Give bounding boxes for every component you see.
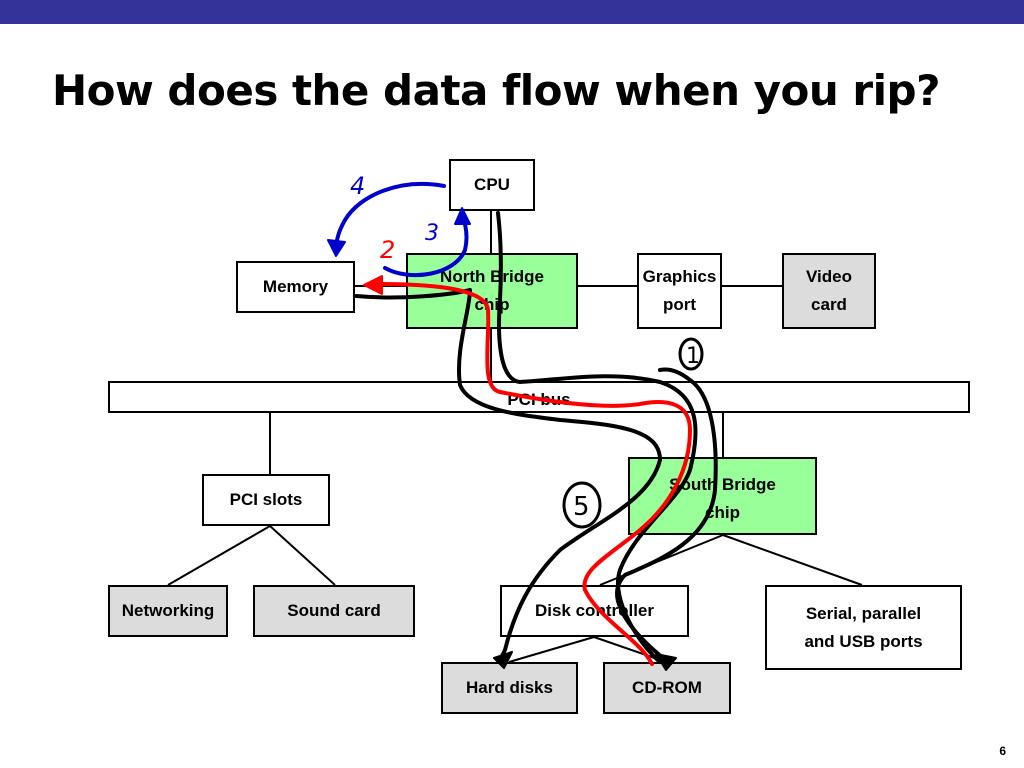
pci-bus: PCI bus	[108, 381, 970, 413]
serial-ports-label-line1: Serial, parallel	[805, 603, 922, 623]
networking-label: Networking	[121, 601, 215, 620]
video-card-label-line2: card	[811, 295, 847, 314]
pcislots-networking-line	[167, 525, 271, 586]
pci-slots-box: PCI slots	[202, 474, 330, 526]
southbridge-serial-line	[722, 534, 863, 586]
cd-rom-box: CD-ROM	[603, 662, 731, 714]
video-card-label-line1: Video	[806, 267, 852, 286]
hard-disks-box: Hard disks	[441, 662, 578, 714]
disk-controller-label: Disk controller	[534, 601, 655, 620]
south-bridge-box: South Bridge chip	[628, 457, 817, 535]
disk-controller-box: Disk controller	[500, 585, 689, 637]
southbridge-diskcontroller-line	[599, 534, 724, 586]
serial-ports-box: Serial, parallel and USB ports	[765, 585, 962, 670]
page-number: 6	[999, 744, 1006, 758]
graphics-port-box: Graphics port	[637, 253, 722, 329]
serial-ports-label-line2: and USB ports	[804, 631, 923, 651]
graphics-port-label-line1: Graphics	[642, 267, 717, 286]
sound-card-box: Sound card	[253, 585, 415, 637]
pci-slots-label: PCI slots	[229, 490, 303, 509]
networking-box: Networking	[108, 585, 228, 637]
graphics-port-label-line2: port	[662, 295, 697, 314]
memory-box: Memory	[236, 261, 355, 313]
cd-rom-label: CD-ROM	[632, 678, 702, 697]
pci-bus-label: PCI bus	[507, 390, 571, 409]
video-card-box: Video card	[782, 253, 876, 329]
memory-label: Memory	[262, 277, 329, 296]
north-bridge-label-line1: North Bridge	[440, 267, 544, 286]
sound-card-label: Sound card	[287, 601, 381, 620]
north-bridge-label-line2: chip	[474, 295, 510, 314]
diskcontroller-harddisks-line	[508, 636, 595, 663]
south-bridge-label-line1: South Bridge	[669, 475, 776, 494]
cpu-label: CPU	[474, 175, 510, 194]
hard-disks-label: Hard disks	[466, 678, 553, 697]
cpu-box: CPU	[449, 159, 535, 211]
south-bridge-label-line2: chip	[705, 503, 740, 522]
header-bar	[0, 0, 1024, 24]
pcislots-soundcard-line	[269, 525, 336, 586]
diskcontroller-cdrom-line	[593, 636, 667, 663]
north-bridge-box: North Bridge chip	[406, 253, 578, 329]
slide-title: How does the data flow when you rip?	[52, 66, 940, 115]
